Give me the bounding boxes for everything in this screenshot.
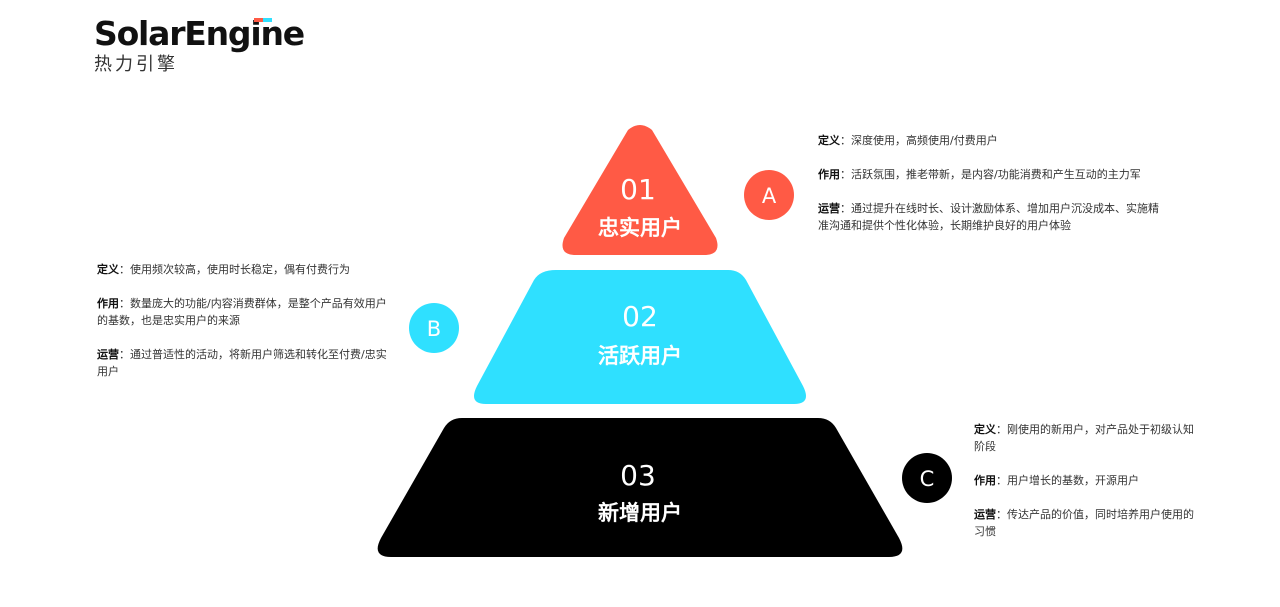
tier-a-description: 定义：深度使用，高频使用/付费用户 作用：活跃氛围，推老带新，是内容/功能消费和… <box>818 132 1163 234</box>
tier-b-number: 02 <box>622 300 658 333</box>
tier-c-role: 作用：用户增长的基数，开源用户 <box>974 474 1139 487</box>
tier-b-shape <box>474 270 806 404</box>
badge-c-letter: C <box>920 467 935 491</box>
tier-b-role: 作用：数量庞大的功能/内容消费群体，是整个产品有效用户的基数，也是忠实用户的来源 <box>97 297 387 327</box>
badge-a-circle <box>744 170 794 220</box>
tier-a-definition: 定义：深度使用，高频使用/付费用户 <box>818 134 998 147</box>
tier-b-ops: 运营：通过普适性的活动，将新用户筛选和转化至付费/忠实用户 <box>97 348 387 378</box>
tier-a-ops: 运营：通过提升在线时长、设计激励体系、增加用户沉没成本、实施精准沟通和提供个性化… <box>818 202 1159 232</box>
tier-a-number: 01 <box>620 173 656 206</box>
tier-c-definition: 定义：刚使用的新用户，对产品处于初级认知阶段 <box>974 423 1194 453</box>
tier-a-title: 忠实用户 <box>598 216 682 240</box>
badge-b-letter: B <box>427 317 441 341</box>
badge-a-letter: A <box>762 184 777 208</box>
logo-accent-red <box>254 18 263 22</box>
tier-c-ops: 运营：传达产品的价值，同时培养用户使用的习惯 <box>974 508 1194 538</box>
brand-subtitle: 热力引擎 <box>94 54 178 75</box>
tier-c-number: 03 <box>620 459 656 492</box>
logo-accent-cyan <box>263 18 272 22</box>
tier-b-title: 活跃用户 <box>598 344 682 368</box>
tier-a-role: 作用：活跃氛围，推老带新，是内容/功能消费和产生互动的主力军 <box>818 168 1141 181</box>
tier-c-shape <box>377 418 903 557</box>
tier-b-definition: 定义：使用频次较高，使用时长稳定，偶有付费行为 <box>97 263 350 276</box>
badge-c-circle <box>902 453 952 503</box>
badge-b-circle <box>409 303 459 353</box>
tier-c-description: 定义：刚使用的新用户，对产品处于初级认知阶段 作用：用户增长的基数，开源用户 运… <box>974 421 1194 540</box>
tier-c-title: 新增用户 <box>598 501 682 525</box>
tier-a-shape <box>562 125 718 255</box>
logo: SolarEngine 热力引擎 <box>94 14 305 76</box>
tier-b-description: 定义：使用频次较高，使用时长稳定，偶有付费行为 作用：数量庞大的功能/内容消费群… <box>97 261 392 380</box>
